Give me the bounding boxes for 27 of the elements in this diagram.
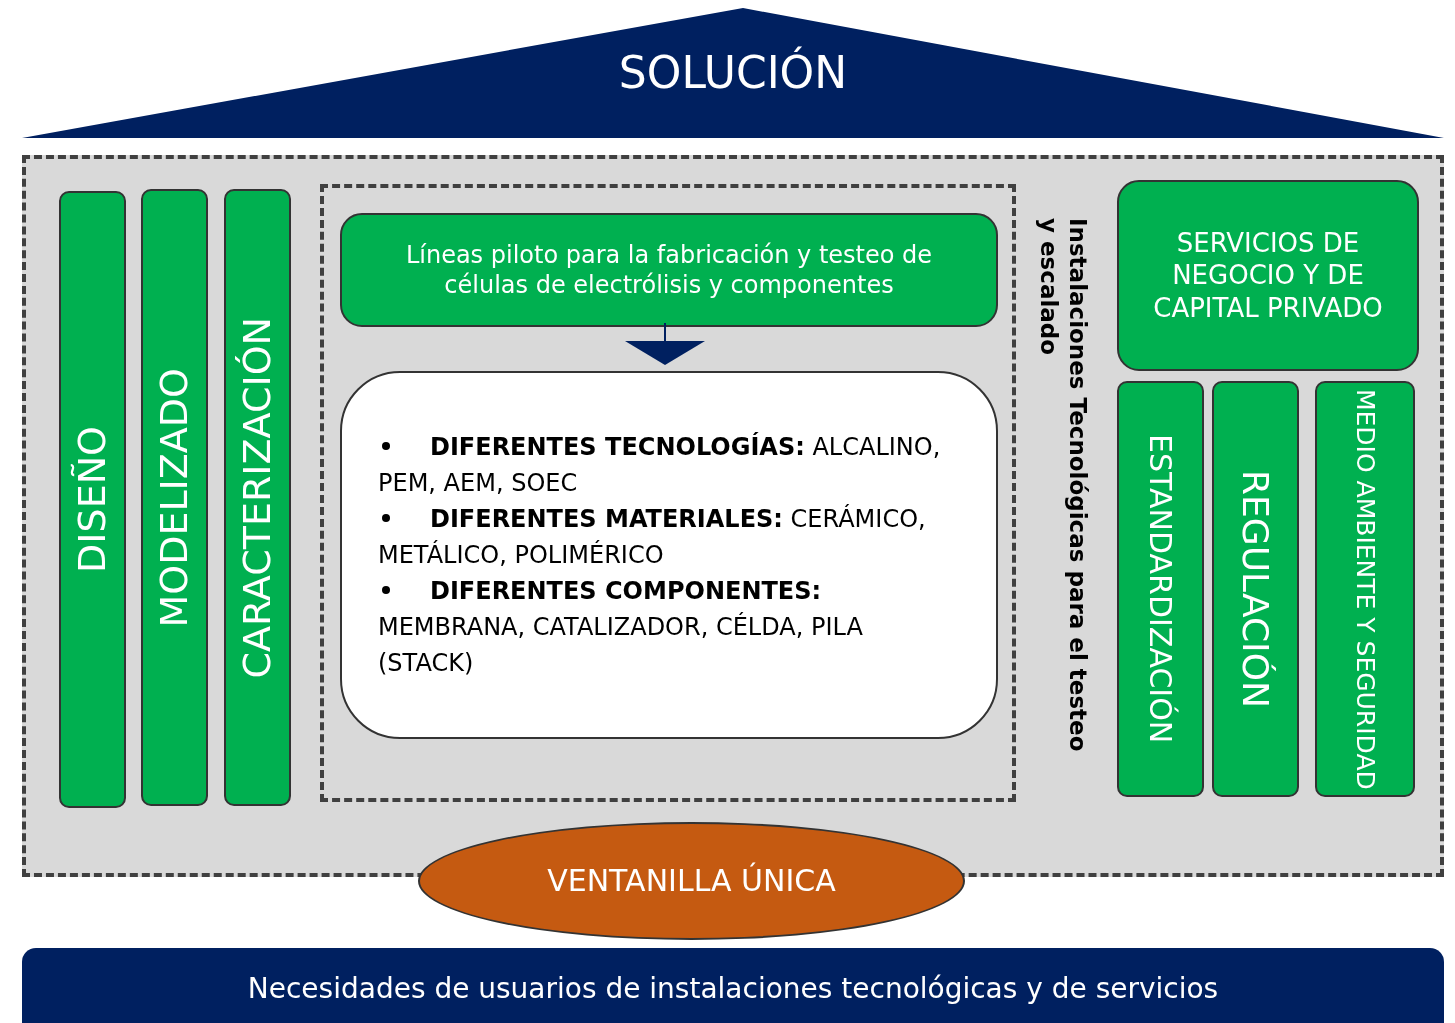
roof-triangle bbox=[22, 8, 1444, 138]
node-label: Necesidades de usuarios de instalaciones tecnológicas y de servicios bbox=[247, 970, 1219, 1006]
node-label: Líneas piloto para la fabricación y testeo de células de electrólisis y componentes bbox=[404, 240, 934, 300]
group-heading: Instalaciones Tecnológicas para el testeo y escalado bbox=[1034, 218, 1092, 754]
pillar-box bbox=[1315, 381, 1415, 797]
bullet-item: DIFERENTES MATERIALES: CERÁMICO, METÁLICO, POLIMÉRICO bbox=[378, 503, 927, 571]
node-label: SOLUCIÓN bbox=[618, 45, 848, 100]
pillar-box bbox=[59, 191, 126, 808]
pillar-box bbox=[224, 189, 291, 806]
node-label: REGULACIÓN bbox=[1234, 470, 1277, 708]
bullet-list-box bbox=[340, 371, 998, 739]
pillar-box bbox=[141, 189, 208, 806]
pillar-box bbox=[1212, 381, 1299, 797]
node-label: MODELIZADO bbox=[150, 367, 197, 628]
node-label: ESTANDARDIZACIÓN bbox=[1142, 434, 1180, 744]
node-label: SERVICIOS DE NEGOCIO Y DE CAPITAL PRIVADO bbox=[1152, 226, 1384, 325]
process-box bbox=[1117, 180, 1419, 371]
node-label: VENTANILLA ÚNICA bbox=[547, 862, 836, 900]
bullet-item: DIFERENTES COMPONENTES: MEMBRANA, CATALIZADOR, CÉLDA, PILA (STACK) bbox=[378, 576, 864, 679]
node-label: CARACTERIZACIÓN bbox=[233, 316, 280, 679]
process-box bbox=[340, 213, 998, 327]
arrow bbox=[625, 322, 705, 365]
base-bar bbox=[22, 948, 1444, 1023]
node-label: DISEÑO bbox=[68, 426, 115, 573]
node-label: MEDIO AMBIENTE Y SEGURIDAD bbox=[1349, 388, 1381, 790]
pillar-box bbox=[1117, 381, 1204, 797]
bullet-item: DIFERENTES TECNOLOGÍAS: ALCALINO, PEM, AEM, SOEC bbox=[378, 431, 942, 499]
